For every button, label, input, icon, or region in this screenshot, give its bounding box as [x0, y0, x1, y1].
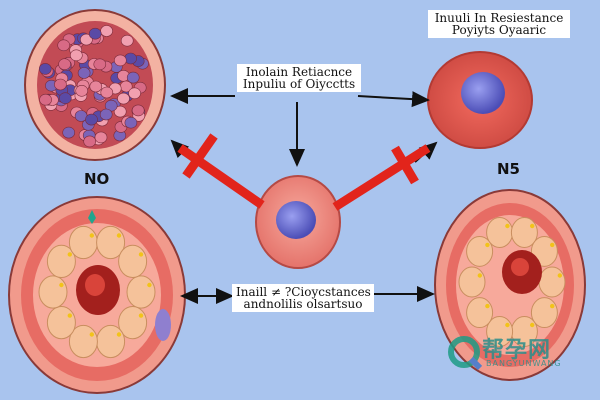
cluster-cell-dot	[39, 93, 52, 106]
resistant-cell-icon	[427, 51, 533, 149]
cluster-cell-dot	[54, 78, 67, 91]
watermark-logo: 帮孕网 BANGYUNWANG	[446, 330, 596, 376]
follicle-spot	[116, 332, 122, 337]
label-center-bottom-line1: Inaill ≠ ?Cioycstances	[236, 285, 371, 299]
follicle-dot	[458, 266, 486, 298]
arrow-to-cell	[357, 91, 430, 108]
follicle-dot	[118, 244, 148, 278]
follicle-dot	[538, 266, 566, 298]
watermark-subtext: BANGYUNWANG	[486, 359, 562, 368]
watermark-text: 帮孕网	[482, 338, 552, 363]
label-center-top: Inolain Retiacnce Inpuliu of Oiycctts	[237, 64, 361, 92]
cluster-cell-dot	[70, 49, 83, 62]
ovary-right-icon	[434, 189, 586, 381]
cluster-cell-dot	[85, 113, 98, 126]
cluster-cell-dot	[124, 52, 137, 65]
follicle-spot	[557, 273, 562, 278]
follicle-spot	[59, 282, 64, 288]
cluster-cell-dot	[93, 58, 107, 71]
follicle-dot	[96, 324, 126, 359]
follicle-dot	[46, 306, 76, 340]
cluster-cell-dot	[114, 54, 127, 67]
follicle-spot	[530, 322, 535, 328]
label-top-right-line2: Poyiyts Oyaaric	[451, 23, 547, 37]
cluster-cell-dot	[59, 92, 72, 104]
follicle-spot	[67, 252, 73, 257]
cluster-cell-dot	[120, 34, 134, 47]
follicle-spot	[505, 223, 510, 229]
follicle-spot	[138, 252, 144, 257]
follicle-spot	[530, 223, 535, 229]
cluster-cell-dot	[113, 105, 127, 118]
cluster-cell-dot	[88, 27, 102, 40]
follicle-spot	[505, 322, 510, 328]
cluster-cell-dot	[124, 116, 138, 129]
cluster-cell-dot	[75, 85, 88, 97]
follicle-dot	[126, 275, 156, 309]
follicle-dot	[486, 217, 514, 248]
label-center-bottom: Inaill ≠ ?Cioycstances andnolilis olsart…	[232, 284, 374, 312]
follicle-spot	[477, 273, 482, 278]
follicle-dot	[68, 225, 98, 260]
cluster-cell-dot	[126, 71, 140, 84]
label-center-top-line1: Inolain Retiacnce	[245, 65, 353, 79]
cluster-cell-dot	[77, 67, 91, 79]
label-top-right-line1: Inuuli In Resiestance	[434, 11, 564, 25]
cluster-cell-dot	[100, 86, 114, 99]
central-cell-icon	[255, 175, 341, 269]
cluster-cell-dot	[57, 39, 71, 52]
cluster-cell-dot	[128, 87, 141, 100]
cluster-cell-dot	[38, 63, 52, 75]
follicle-spot	[485, 242, 490, 248]
cluster-cell-dot	[58, 58, 71, 70]
follicle-spot	[485, 303, 490, 309]
tissue-cluster-icon	[24, 9, 166, 161]
follicle-spot	[89, 332, 95, 337]
cluster-cell-dot	[117, 92, 130, 105]
follicle-dot	[466, 297, 494, 329]
cluster-cell-dot	[83, 135, 96, 148]
follicle-spot	[116, 233, 122, 238]
label-center-top-line2: Inpuliu of Oiycctts	[242, 77, 356, 91]
cluster-cell-dot	[89, 80, 103, 93]
label-top-right: Inuuli In Resiestance Poyiyts Oyaaric	[428, 10, 570, 38]
watermark-q-icon	[448, 336, 483, 371]
ovary-left-icon	[8, 196, 186, 394]
tag-left: NO	[84, 170, 110, 188]
cluster-cell-dot	[99, 108, 113, 121]
cluster-cell-dot	[62, 126, 75, 139]
follicle-spot	[147, 282, 152, 288]
cluster-cell-dot	[80, 33, 93, 46]
follicle-spot	[89, 233, 95, 238]
cluster-cell-dot	[94, 131, 108, 144]
follicle-spot	[550, 303, 555, 309]
label-center-bottom-line2: andnolilis olsartsuo	[243, 297, 363, 311]
inhibition-bar-right	[332, 144, 431, 211]
follicle-dot	[38, 275, 68, 309]
follicle-spot	[550, 242, 555, 248]
cluster-cell-dot	[100, 25, 113, 37]
cluster-cell-dot	[131, 104, 145, 117]
inhibition-bar-left	[177, 133, 265, 209]
follicle-spot	[138, 313, 144, 318]
tag-right: N5	[497, 160, 520, 178]
follicle-spot	[67, 313, 73, 318]
